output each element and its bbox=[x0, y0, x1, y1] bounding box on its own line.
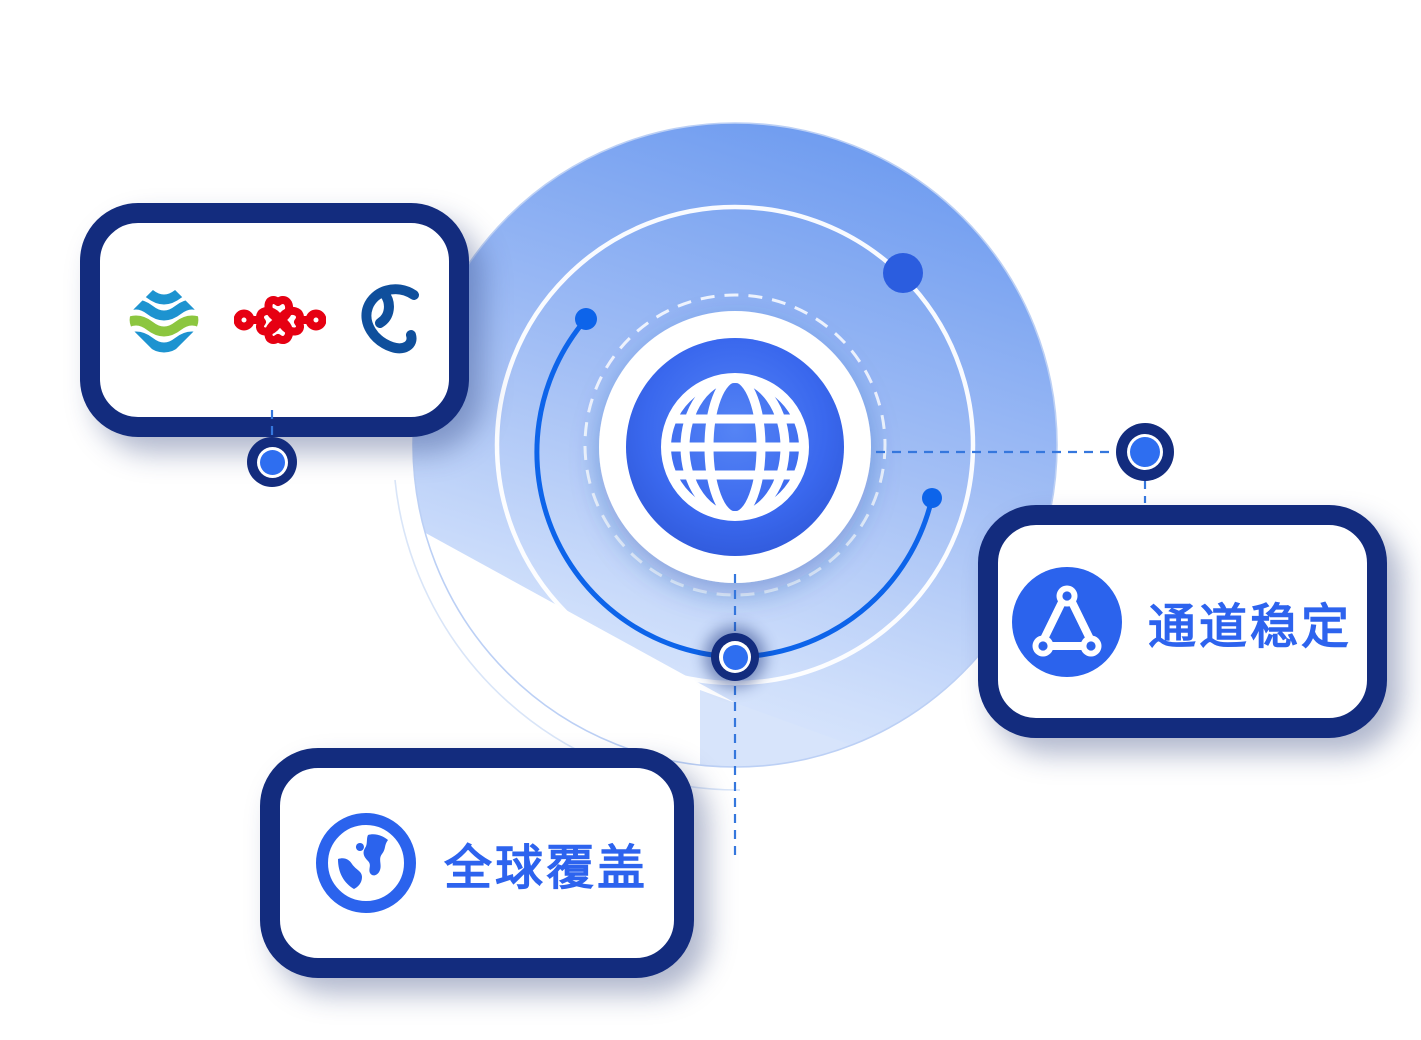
network-triangle-icon bbox=[1012, 566, 1122, 677]
connector-node-right bbox=[1116, 423, 1174, 481]
arc-dot-right bbox=[922, 488, 942, 508]
orbit-ring-solid bbox=[494, 204, 976, 686]
connector-node-bottom bbox=[711, 633, 759, 681]
china-unicom-logo bbox=[233, 296, 326, 344]
orbit-dot-large bbox=[883, 253, 923, 293]
card-stability: 通道稳定 bbox=[978, 505, 1387, 738]
stability-label: 通道稳定 bbox=[1148, 600, 1353, 654]
connector-node-left bbox=[247, 437, 297, 487]
earth-icon bbox=[316, 813, 416, 913]
china-telecom-logo bbox=[361, 284, 419, 354]
globe-grid-icon bbox=[661, 373, 809, 521]
china-mobile-logo bbox=[122, 283, 205, 362]
arc-dot-left bbox=[575, 308, 597, 330]
coverage-label: 全球覆盖 bbox=[444, 842, 649, 895]
globe-hub bbox=[599, 311, 871, 583]
card-coverage: 全球覆盖 bbox=[260, 748, 694, 978]
satellite-arcs bbox=[534, 316, 935, 660]
card-carriers bbox=[80, 203, 469, 437]
orbit-ring-dashed bbox=[583, 293, 887, 597]
